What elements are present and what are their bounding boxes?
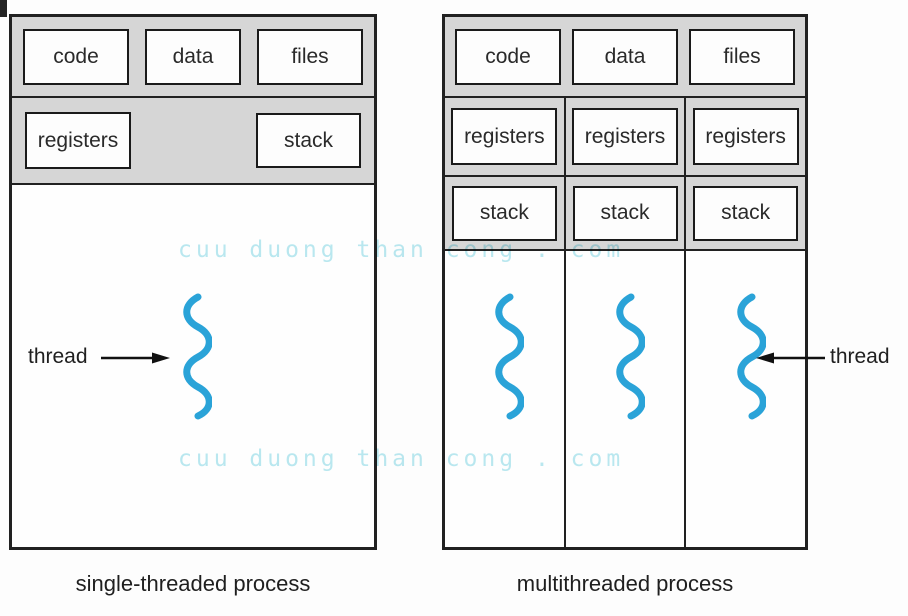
thread-label: thread [830,345,890,368]
thread-column-3: registers stack [684,98,806,547]
thread-squiggle-icon [736,293,766,420]
code-label: code [485,44,531,68]
single-header-row: code data files [12,17,374,98]
watermark-text: cuu duong than cong . com [178,446,625,472]
stack-label: stack [479,201,529,224]
code-label: code [53,44,99,68]
registers-box: registers [692,108,799,165]
thread-squiggle-icon [616,293,645,420]
single-threaded-process-box: code data files registers stack [9,14,377,550]
stack-box: stack [256,113,361,168]
watermark-text: cuu duong than cong . com [178,237,625,263]
multi-header-row: code data files [445,17,805,98]
registers-cell: registers [686,98,806,177]
registers-cell: registers [445,98,564,177]
files-label: files [723,44,761,68]
stack-cell: stack [565,177,685,251]
single-threaded-caption: single-threaded process [75,571,311,596]
registers-label: registers [705,124,786,148]
stack-box: stack [572,185,678,241]
thread-column-2: registers stack [563,98,685,547]
registers-box: registers [451,108,558,165]
data-box: data [572,28,678,85]
thread-area [605,251,645,547]
single-registers-stack-row: registers stack [12,98,374,185]
thread-label: thread [28,345,88,368]
thread-arrow-left-icon [756,352,825,364]
scan-artifact-mark [0,0,7,17]
registers-label: registers [584,124,666,148]
stack-box: stack [451,185,557,241]
data-box: data [145,28,241,85]
thread-squiggle-icon [183,293,212,420]
thread-column-1: registers stack [445,98,564,547]
multithreaded-process-box: code data files registers stack [442,14,808,550]
thread-area [484,251,525,547]
multithreaded-caption: multithreaded process [516,571,734,596]
data-label: data [172,44,214,68]
thread-arrow-right-icon [101,352,170,364]
registers-box: registers [572,108,678,165]
stack-box: stack [693,185,799,241]
files-box: files [689,28,795,85]
stack-cell: stack [445,177,564,251]
thread-squiggle-icon [495,293,525,420]
stack-cell: stack [686,177,806,251]
thread-columns: registers stack registers [445,98,806,547]
registers-cell: registers [565,98,685,177]
stack-label: stack [600,201,650,224]
files-label: files [291,44,329,68]
stack-label: stack [283,128,333,152]
registers-box: registers [25,112,131,169]
data-label: data [604,44,646,68]
registers-label: registers [464,124,545,148]
files-box: files [257,28,363,85]
stack-label: stack [721,201,771,224]
thread-area [726,251,766,547]
registers-label: registers [37,128,119,152]
code-box: code [23,28,129,85]
code-box: code [455,28,561,85]
